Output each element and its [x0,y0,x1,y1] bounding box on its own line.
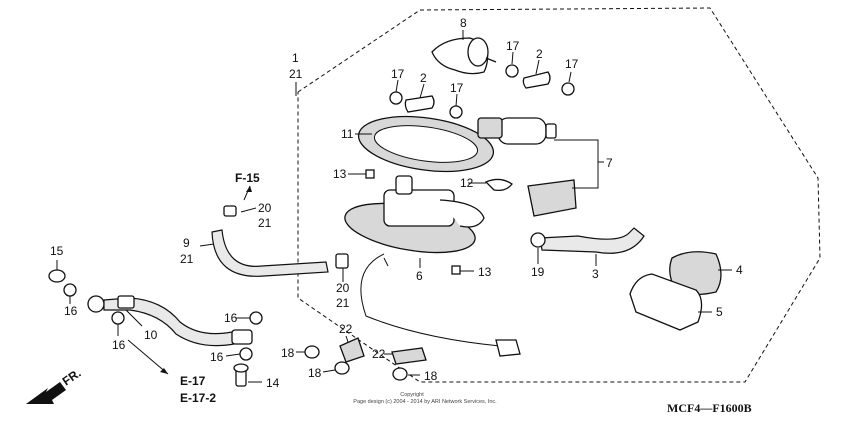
clip-19[interactable] [530,232,546,248]
fitting-10[interactable] [231,329,253,345]
callout-17-a: 17 [506,39,520,53]
callout-18-c: 18 [424,369,438,383]
callout-14: 14 [266,376,280,390]
copyright-line-1: Copyright [400,392,424,398]
callout-20-b: 20 [336,281,350,295]
part-5-cover[interactable] [629,273,703,331]
clip-20-lower[interactable] [335,253,349,269]
hose-2-top[interactable] [522,71,551,89]
callout-15: 15 [50,244,64,258]
callout-19: 19 [531,265,545,279]
washer-16-c[interactable] [249,311,263,325]
screw-13-bottom[interactable] [451,265,461,275]
washer-16-d[interactable] [239,347,253,361]
callout-16-c: 16 [224,311,238,325]
callout-10: 10 [144,328,158,342]
clip-17-top[interactable] [505,64,519,78]
clip-20-upper[interactable] [223,205,237,217]
callout-9: 9 [183,236,190,250]
washer-16-left[interactable] [63,283,77,297]
clip-17-top-right[interactable] [561,82,575,96]
clip-17-left[interactable] [389,91,403,105]
callout-18-a: 18 [281,346,295,360]
callout-20-a: 20 [258,201,272,215]
screw-13-top[interactable] [365,169,375,179]
callout-6: 6 [416,269,423,283]
callout-22-b: 22 [372,347,386,361]
callout-2-b: 2 [420,71,427,85]
callout-17-d: 17 [450,81,464,95]
reference-e17[interactable]: E-17 [180,374,206,388]
plate-22-right[interactable] [391,347,427,365]
callout-21-c: 21 [180,252,194,266]
callout-21-assembly: 21 [289,67,303,81]
clip-17-mid[interactable] [449,105,463,119]
plate-22-left[interactable] [339,337,365,363]
callout-13-b: 13 [478,265,492,279]
part-8-filter[interactable] [431,37,497,75]
hose-3[interactable] [539,227,645,254]
hose-9[interactable] [211,229,329,277]
part-15-nut[interactable] [48,269,66,283]
part-6-pump-base[interactable] [341,175,485,261]
strainer[interactable] [527,179,577,217]
hose-10[interactable] [87,295,235,347]
callout-16-a: 16 [64,304,78,318]
washer-16-b[interactable] [111,311,125,325]
callout-17-c: 17 [391,67,405,81]
fuel-line [360,253,501,347]
reference-f15[interactable]: F-15 [235,171,260,185]
callout-11: 11 [341,127,354,141]
part-11-gasket[interactable] [355,109,497,179]
diagram-code: MCF4—F1600B [667,401,752,415]
bolt-14[interactable] [233,363,249,387]
callout-1: 1 [292,51,299,65]
callout-21-b: 21 [258,216,272,230]
callout-22-a: 22 [339,322,353,336]
callout-13-a: 13 [333,167,347,181]
grommet-18-right[interactable] [392,367,408,381]
callout-17-b: 17 [565,57,579,71]
callout-3: 3 [592,267,599,281]
hose-2-left[interactable] [404,95,435,113]
callout-12: 12 [460,176,474,190]
fuel-pump[interactable] [477,117,557,145]
callout-8: 8 [460,16,467,30]
callout-7: 7 [606,156,613,170]
callout-21-d: 21 [336,296,350,310]
callout-16-b: 16 [112,338,126,352]
callout-2-a: 2 [536,47,543,61]
front-direction-arrow [26,382,66,404]
grommet-18-mid[interactable] [334,361,350,375]
part-12-clip[interactable] [484,178,513,192]
callout-16-d: 16 [210,350,224,364]
callout-5: 5 [716,305,723,319]
callout-4: 4 [736,263,743,277]
grommet-18-left[interactable] [304,345,320,359]
callout-18-b: 18 [308,366,322,380]
connector-bottom[interactable] [495,339,521,357]
front-label: FR. [60,366,84,389]
reference-e17-2[interactable]: E-17-2 [180,391,216,405]
copyright-line-2: Page design (c) 2004 - 2014 by ARI Netwo… [353,399,497,405]
